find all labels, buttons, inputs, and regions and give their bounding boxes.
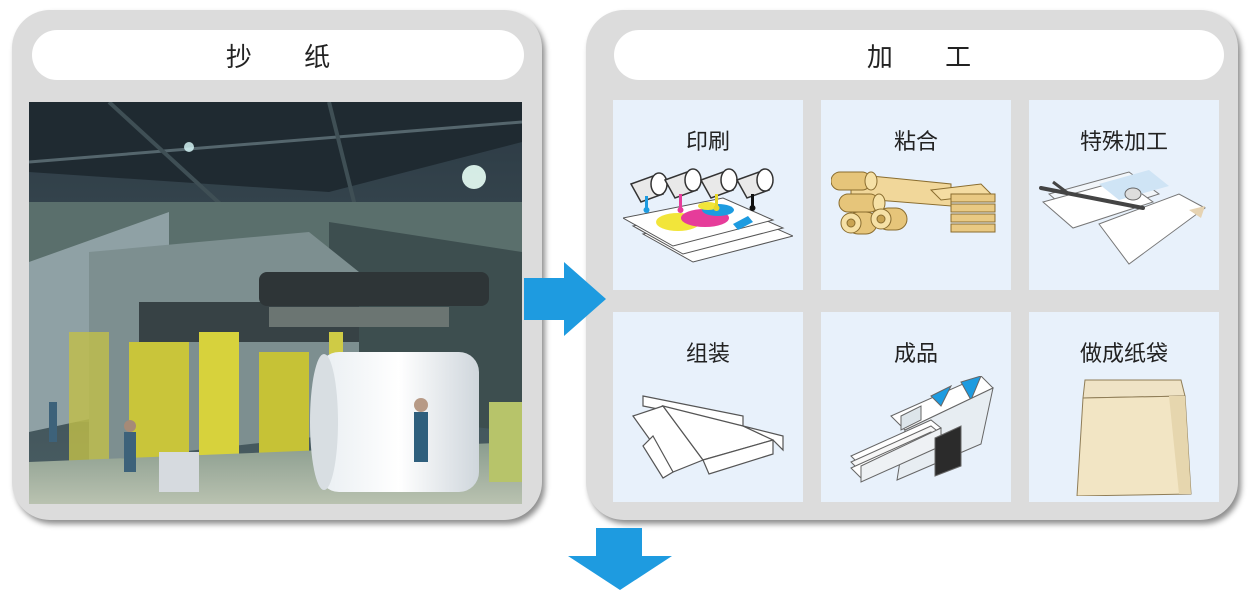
paper-bag-icon [1076,379,1192,496]
special-processing-icon [1039,170,1206,265]
arrow-right-icon [524,262,606,336]
step-printing: 印刷 [613,100,803,290]
processing-title: 加 工 [614,30,1224,80]
step-label: 成品 [893,342,938,367]
finished-product-icon [850,376,994,483]
step-label: 组装 [685,342,730,367]
step-special-processing: 特殊加工 [1029,100,1219,290]
step-label: 做成纸袋 [1079,342,1168,367]
assembly-icon [632,395,784,479]
processing-panel: 加 工 印刷 [586,10,1238,520]
arrow-down-icon [568,528,672,590]
papermaking-title: 抄 纸 [32,30,524,80]
step-label: 特殊加工 [1079,130,1168,155]
papermaking-panel: 抄 纸 [12,10,542,520]
step-assembly: 组装 [613,312,803,502]
step-label: 粘合 [893,130,938,155]
step-label: 印刷 [685,130,730,155]
step-paper-bag: 做成纸袋 [1029,312,1219,502]
printing-icon [623,168,793,263]
paper-machine-photo [29,102,522,504]
laminating-icon [831,171,996,235]
step-laminating: 粘合 [821,100,1011,290]
step-finished-product: 成品 [821,312,1011,502]
